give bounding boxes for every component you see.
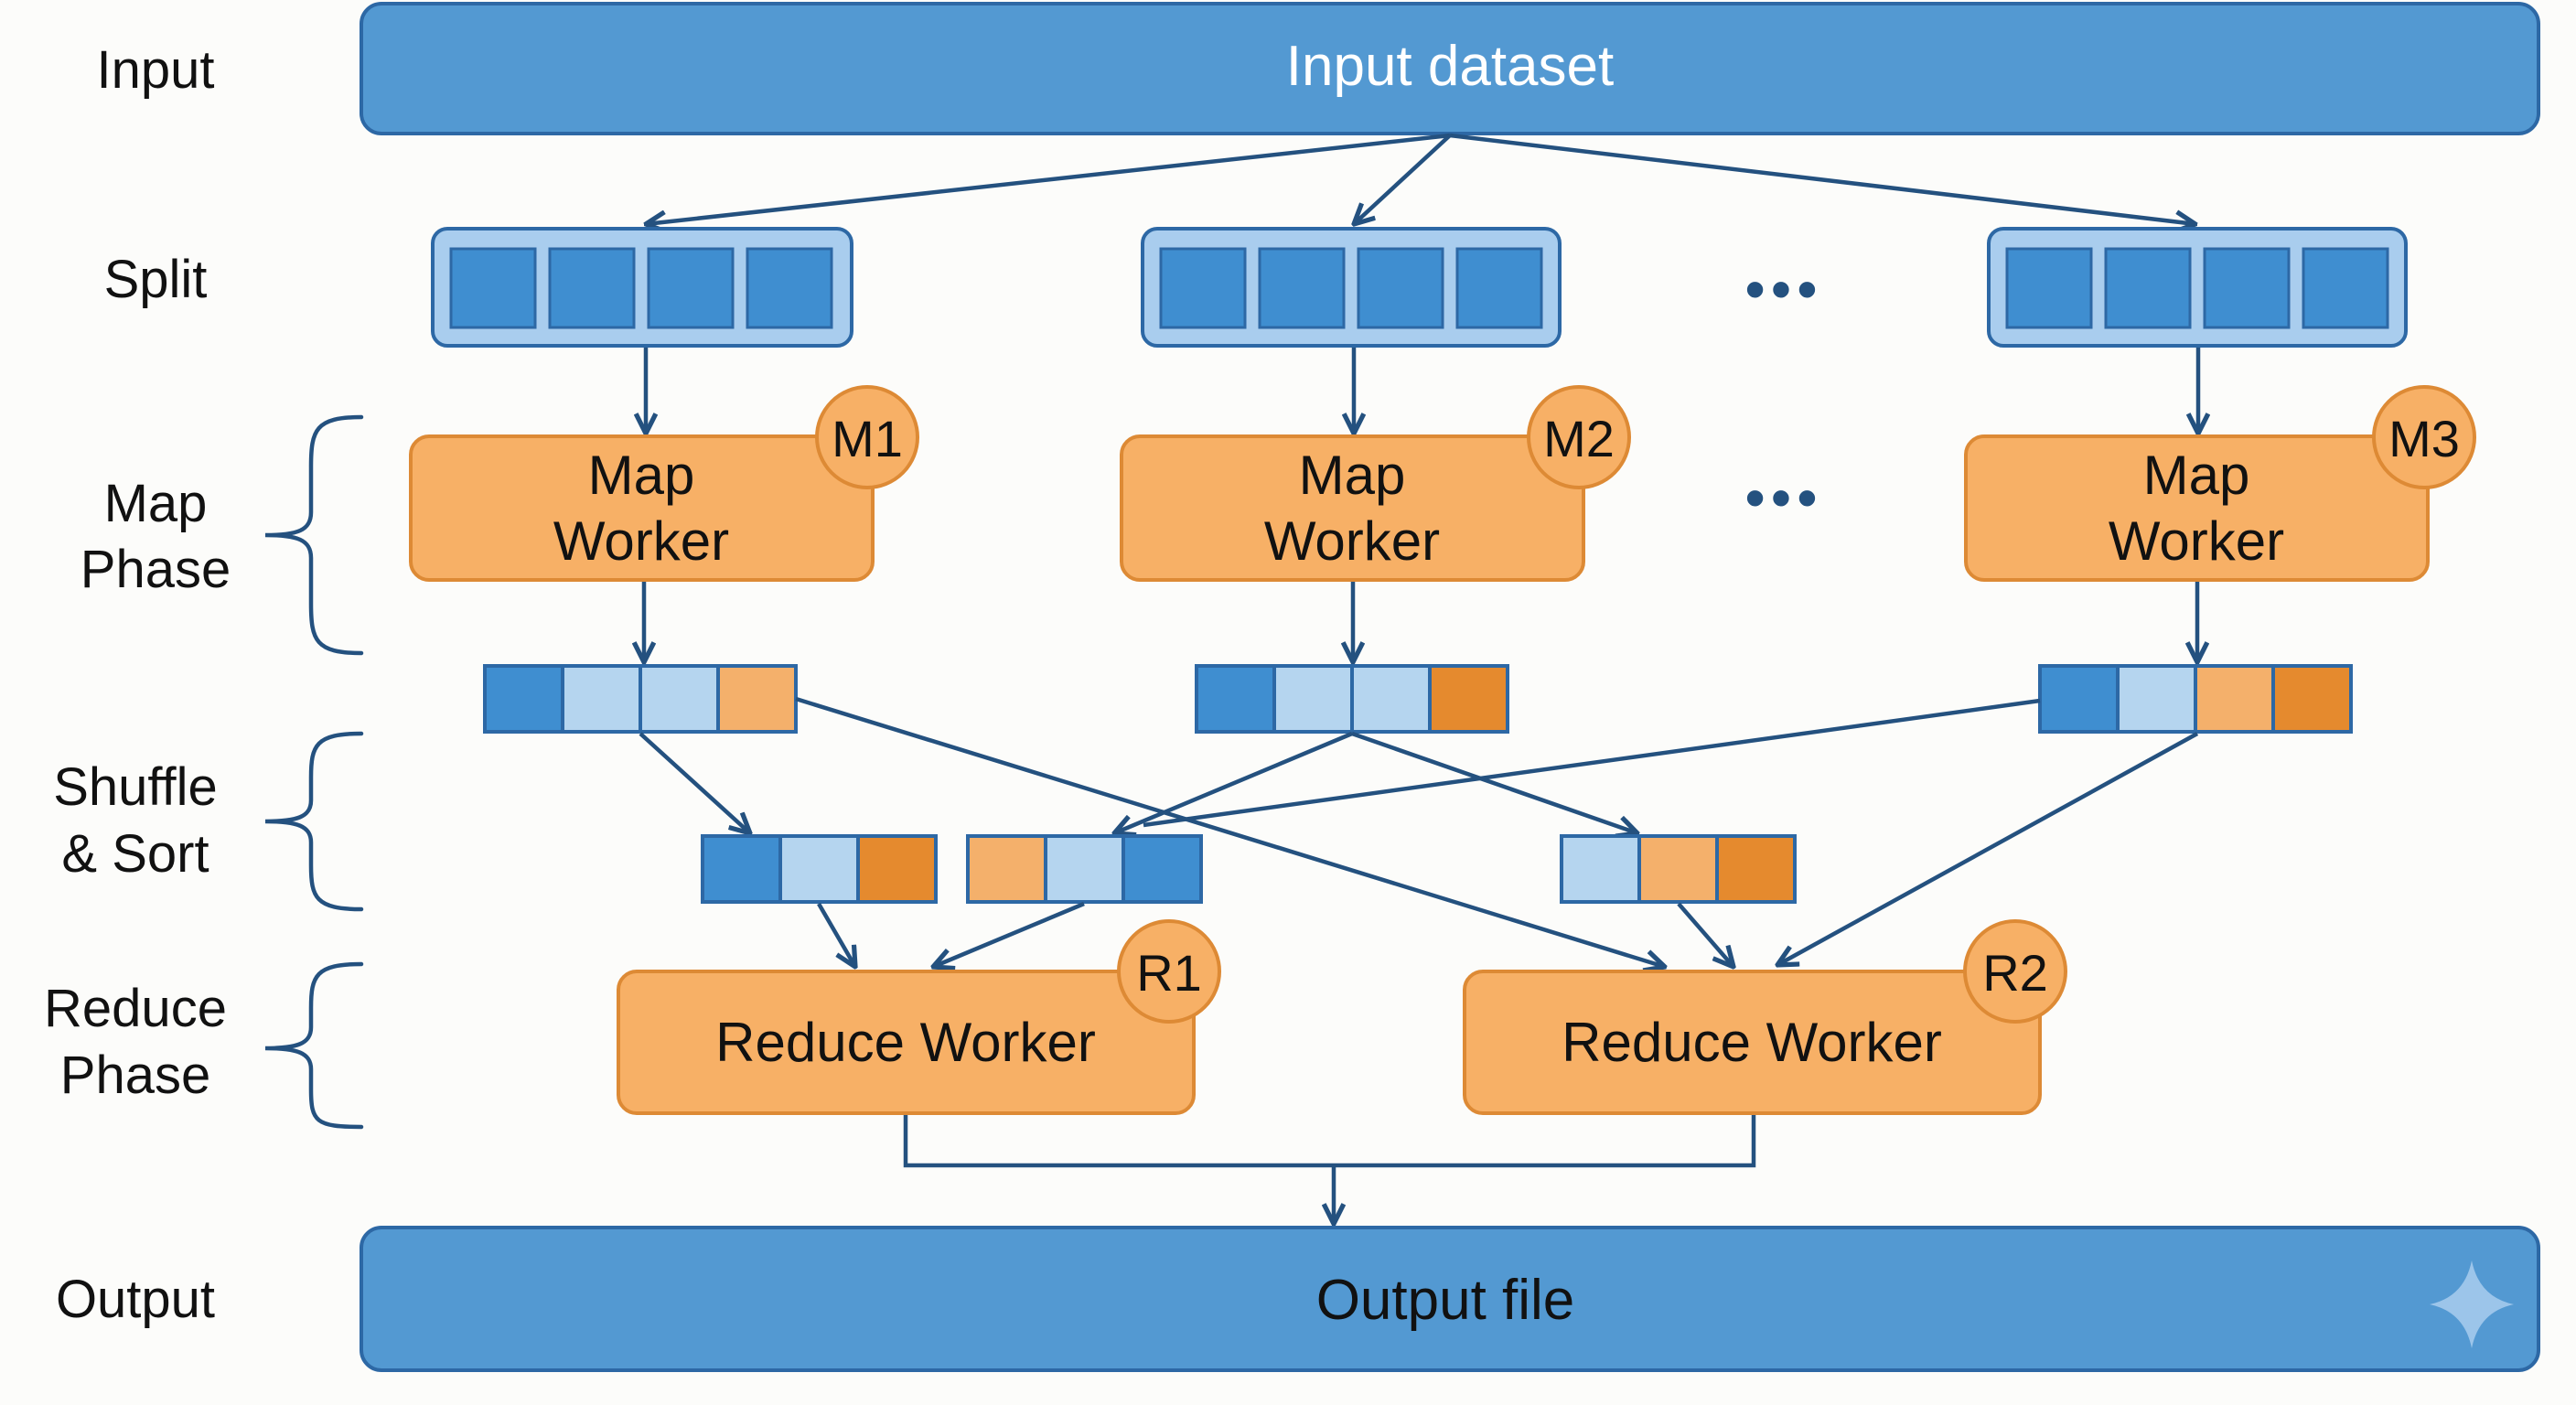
map-phase-brace	[264, 414, 364, 656]
row-label-output: Output	[56, 1270, 215, 1329]
map-worker-2: Map Worker M2	[1120, 385, 1631, 582]
row-label-input: Input	[97, 40, 215, 100]
map-worker-2-line2: Worker	[1264, 510, 1440, 572]
reduce-worker-1-label: Reduce Worker	[715, 1012, 1096, 1073]
map-worker-3-line1: Map	[2143, 445, 2250, 506]
map-worker-1-line2: Worker	[553, 510, 729, 572]
row-labels: Input Split Map Phase Shuffle & Sort Red…	[44, 40, 231, 1329]
map-worker-3: Map Worker M3	[1964, 385, 2476, 582]
split-to-map-arrows	[646, 348, 2198, 434]
partition-2	[966, 834, 1203, 904]
map-worker-2-badge-label: M2	[1543, 410, 1615, 467]
output-file-label: Output file	[1316, 1269, 1575, 1332]
shuffle-sort-brace	[264, 731, 364, 912]
map-worker-1-badge-label: M1	[832, 410, 903, 467]
partition-1	[701, 834, 938, 904]
reduce-worker-2: Reduce Worker R2	[1463, 919, 2067, 1115]
phase-braces	[264, 414, 364, 1130]
map-worker-1: Map Worker M1	[409, 385, 919, 582]
map-ellipsis: •••	[1744, 465, 1822, 531]
sparkle-icon	[2430, 1260, 2514, 1348]
split-block-2	[1141, 227, 1562, 348]
map-worker-1-line1: Map	[588, 445, 695, 506]
reduce-worker-1-badge	[1117, 919, 1221, 1024]
map-worker-3-line2: Worker	[2109, 510, 2284, 572]
input-to-split-arrows	[646, 133, 2195, 224]
map-output-buffer-2	[1195, 664, 1509, 734]
map-worker-3-badge	[2372, 385, 2476, 489]
split-ellipsis: •••	[1744, 256, 1822, 322]
shuffle-arrows	[639, 696, 2199, 967]
reduce-worker-2-label: Reduce Worker	[1562, 1012, 1942, 1073]
partition-to-reducer-arrows	[817, 901, 1733, 967]
map-worker-1-badge	[815, 385, 919, 489]
row-label-reduce-line1: Reduce	[44, 979, 227, 1038]
reducer-to-output-arrows	[903, 1115, 1756, 1224]
input-dataset-bar: Input dataset	[360, 2, 2540, 135]
row-label-reduce-line2: Phase	[60, 1046, 210, 1105]
reduce-worker-1-badge-label: R1	[1136, 944, 1202, 1002]
reduce-worker-2-badge-label: R2	[1982, 944, 2048, 1002]
map-worker-2-line1: Map	[1299, 445, 1406, 506]
row-label-map-line1: Map	[104, 474, 208, 533]
split-block-3	[1987, 227, 2408, 348]
row-label-map-line2: Phase	[80, 540, 231, 599]
map-output-buffer-1	[483, 664, 798, 734]
partition-3	[1560, 834, 1797, 904]
row-label-shuffle-line1: Shuffle	[53, 757, 218, 817]
row-label-split: Split	[104, 250, 208, 309]
output-file-bar: Output file	[360, 1226, 2540, 1372]
map-worker-2-badge	[1527, 385, 1631, 489]
reduce-worker-1: Reduce Worker R1	[617, 919, 1221, 1115]
split-block-1	[431, 227, 853, 348]
map-worker-3-badge-label: M3	[2388, 410, 2460, 467]
input-dataset-label: Input dataset	[1286, 35, 1615, 98]
reduce-phase-brace	[264, 961, 364, 1130]
map-output-buffer-3	[2038, 664, 2353, 734]
row-label-shuffle-line2: & Sort	[61, 824, 209, 884]
map-to-buffer-arrows	[644, 582, 2197, 662]
reduce-worker-2-badge	[1963, 919, 2067, 1024]
